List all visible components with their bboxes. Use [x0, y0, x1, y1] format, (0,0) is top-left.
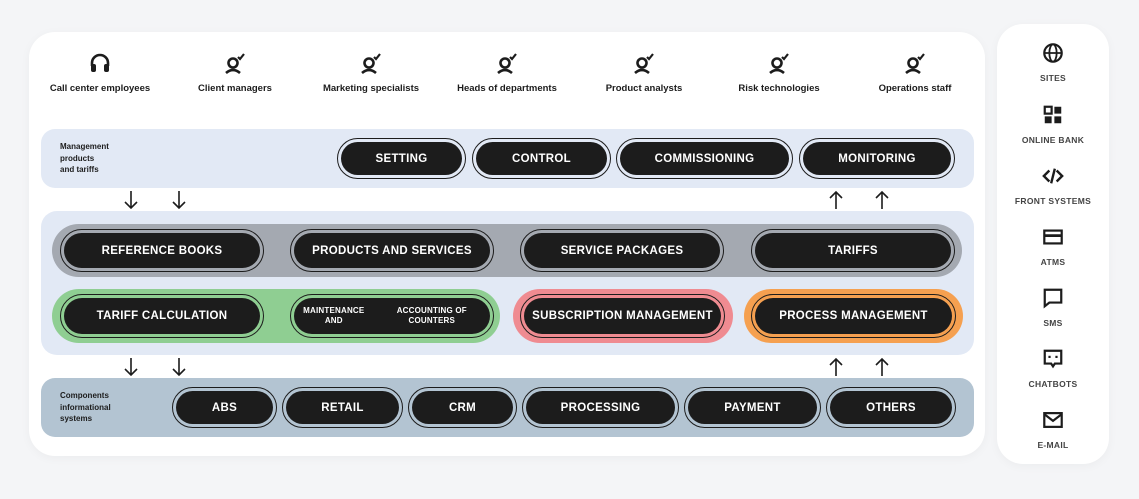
tariffs-label: TARIFFS [755, 233, 951, 268]
setting-button[interactable]: SETTING [337, 138, 466, 179]
role-risk: Risk technologies [713, 51, 845, 94]
person-check-icon [634, 53, 654, 75]
monitoring-button[interactable]: MONITORING [799, 138, 955, 179]
channel-sms[interactable]: SMS [997, 287, 1109, 328]
service-packages-label: SERVICE PACKAGES [524, 233, 720, 268]
headset-icon [90, 53, 110, 72]
role-label: Operations staff [878, 83, 952, 94]
mail-icon [1043, 412, 1063, 428]
service-packages-button[interactable]: SERVICE PACKAGES [520, 229, 724, 272]
person-check-icon [361, 53, 381, 75]
others-button[interactable]: OTHERS [826, 387, 956, 428]
subscription-management-button[interactable]: SUBSCRIPTION MANAGEMENT [520, 294, 725, 338]
reference-books-button[interactable]: REFERENCE BOOKS [60, 229, 264, 272]
role-label: Marketing specialists [322, 83, 420, 94]
role-label: Heads of departments [457, 83, 557, 94]
grid-icon [1043, 105, 1062, 124]
channel-label: SMS [1043, 318, 1063, 328]
payment-label: PAYMENT [688, 391, 817, 424]
message-icon [1043, 288, 1063, 309]
channel-label: FRONT SYSTEMS [1014, 196, 1092, 206]
role-label: Call center employees [49, 83, 151, 94]
person-check-icon [497, 53, 517, 75]
commissioning-button[interactable]: COMMISSIONING [616, 138, 793, 179]
components-label-line: informational [60, 402, 111, 412]
retail-label: RETAIL [286, 391, 399, 424]
channel-label: ATMS [1040, 257, 1066, 267]
channel-label: SITES [1039, 73, 1067, 83]
channel-label: ONLINE BANK [1021, 135, 1085, 145]
arrow-down-icon [124, 191, 138, 210]
management-label-line: Management [60, 142, 109, 151]
card-icon [1043, 229, 1063, 245]
arrow-down-icon [172, 191, 186, 210]
subscription-management-label: SUBSCRIPTION MANAGEMENT [524, 298, 721, 334]
crm-label: CRM [412, 391, 513, 424]
monitoring-label: MONITORING [803, 142, 951, 175]
arrow-up-icon [875, 190, 889, 209]
abs-label: ABS [176, 391, 273, 424]
abs-button[interactable]: ABS [172, 387, 277, 428]
processing-label: PROCESSING [526, 391, 675, 424]
role-label: Client managers [198, 83, 272, 94]
role-marketing: Marketing specialists [305, 51, 437, 94]
retail-button[interactable]: RETAIL [282, 387, 403, 428]
tariff-calculation-button[interactable]: TARIFF CALCULATION [60, 294, 264, 338]
products-services-label: PRODUCTS AND SERVICES [294, 233, 490, 268]
products-services-button[interactable]: PRODUCTS AND SERVICES [290, 229, 494, 272]
role-label: Product analysts [605, 83, 683, 94]
management-label-line: products [60, 153, 95, 163]
components-label-line: Components [60, 391, 109, 400]
commissioning-label: COMMISSIONING [620, 142, 789, 175]
channel-chatbots[interactable]: CHATBOTS [997, 348, 1109, 389]
channels-panel: SITES ONLINE BANK FRONT SYSTEMS ATMS SMS… [997, 24, 1109, 464]
channel-label: CHATBOTS [1028, 379, 1078, 389]
channel-online-bank[interactable]: ONLINE BANK [997, 104, 1109, 145]
process-management-button[interactable]: PROCESS MANAGEMENT [751, 294, 956, 338]
channel-atms[interactable]: ATMS [997, 226, 1109, 267]
person-check-icon [769, 53, 789, 75]
role-operations: Operations staff [849, 51, 981, 94]
control-label: CONTROL [476, 142, 607, 175]
counters-label-line: ACCOUNTING OF COUNTERS [396, 305, 467, 326]
arrow-up-icon [829, 190, 843, 209]
counters-label-line: MAINTENANCE AND [303, 305, 365, 326]
arrow-down-icon [172, 358, 186, 377]
chatbot-icon [1043, 349, 1063, 369]
components-label-line: systems [60, 414, 93, 423]
counters-button[interactable]: MAINTENANCE AND ACCOUNTING OF COUNTERS [290, 294, 494, 338]
role-label: Risk technologies [738, 83, 820, 94]
role-heads: Heads of departments [441, 51, 573, 94]
tariff-calculation-label: TARIFF CALCULATION [64, 298, 260, 334]
role-call-center: Call center employees [34, 51, 166, 94]
person-check-icon [905, 53, 925, 75]
management-label: Management products and tariffs [60, 141, 109, 176]
arrow-down-icon [124, 358, 138, 377]
tariffs-button[interactable]: TARIFFS [751, 229, 955, 272]
arrow-up-icon [875, 357, 889, 376]
control-button[interactable]: CONTROL [472, 138, 611, 179]
channel-email[interactable]: E-MAIL [997, 409, 1109, 450]
person-check-icon [225, 53, 245, 75]
code-icon [1042, 168, 1064, 184]
globe-icon [1043, 43, 1063, 63]
channel-front-systems[interactable]: FRONT SYSTEMS [997, 165, 1109, 206]
reference-books-label: REFERENCE BOOKS [64, 233, 260, 268]
role-product-analysts: Product analysts [578, 51, 710, 94]
management-label-line: and tariffs [60, 165, 99, 174]
others-label: OTHERS [830, 391, 952, 424]
channel-label: E-MAIL [1037, 440, 1069, 450]
channel-sites[interactable]: SITES [997, 42, 1109, 83]
counters-label: MAINTENANCE AND ACCOUNTING OF COUNTERS [294, 298, 490, 334]
components-label: Components informational systems [60, 390, 111, 425]
arrow-up-icon [829, 357, 843, 376]
setting-label: SETTING [341, 142, 462, 175]
process-management-label: PROCESS MANAGEMENT [755, 298, 952, 334]
role-client-managers: Client managers [169, 51, 301, 94]
payment-button[interactable]: PAYMENT [684, 387, 821, 428]
processing-button[interactable]: PROCESSING [522, 387, 679, 428]
crm-button[interactable]: CRM [408, 387, 517, 428]
